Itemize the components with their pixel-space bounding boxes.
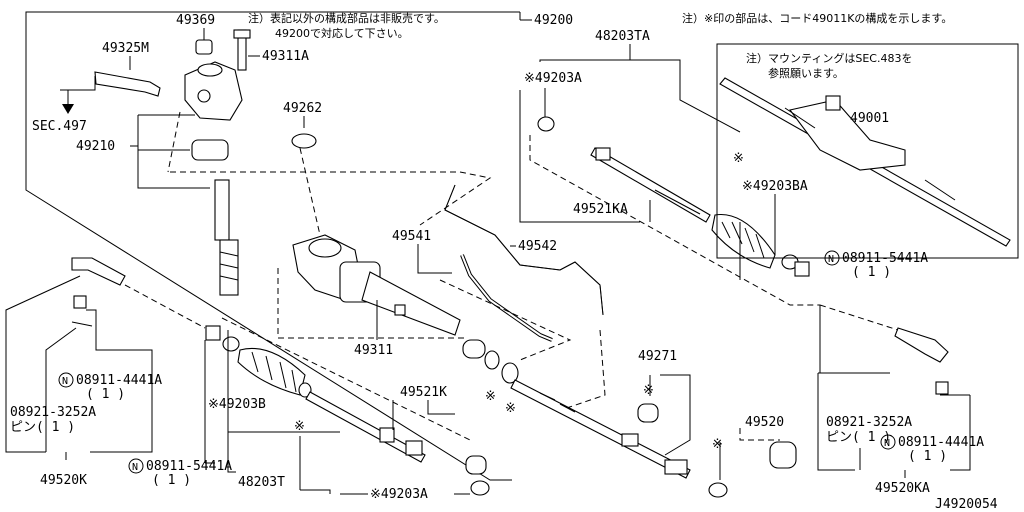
qty-left-1: ( 1 )	[86, 387, 125, 402]
pin-left: ピン( 1 )	[10, 420, 75, 435]
label-08911-4441A-right: 08911-4441A	[898, 435, 984, 450]
label-49203B: ※49203B	[208, 397, 266, 412]
pinion-shaft	[214, 179, 230, 241]
seal-49262	[291, 133, 317, 149]
label-49520KA: 49520KA	[875, 481, 930, 496]
pin-right: ピン( 1 )	[826, 430, 891, 445]
arrow-down-icon	[62, 104, 74, 114]
clamp-49203B	[222, 336, 240, 352]
label-49521K: 49521K	[400, 385, 447, 400]
boot-right	[711, 213, 776, 269]
qty-bottom: ( 1 )	[152, 473, 191, 488]
label-49325M: 49325M	[102, 41, 149, 56]
note-use-49200: 49200で対応して下さい。	[275, 26, 409, 40]
svg-text:N: N	[884, 438, 890, 449]
seal-center-1	[462, 339, 486, 359]
clamp-49203A-bottom	[470, 480, 490, 496]
note-non-sale: 注）表記以外の構成部品は非販売です。	[248, 11, 445, 25]
rack-bar	[510, 379, 691, 479]
rack-tube	[361, 271, 461, 336]
label-49520K: 49520K	[40, 473, 87, 488]
tie-rod-end-right	[894, 327, 949, 363]
label-49262: 49262	[283, 101, 322, 116]
clamp-49203A-top	[537, 116, 555, 132]
nut-left	[205, 325, 221, 341]
svg-text:※: ※	[733, 151, 744, 166]
bushing-49520	[769, 441, 797, 469]
label-49369: 49369	[176, 13, 215, 28]
label-49521KA: 49521KA	[573, 202, 628, 217]
label-08921-3252A-right: 08921-3252A	[826, 415, 912, 430]
assembly-box-49001	[716, 43, 1019, 259]
label-49001: 49001	[850, 111, 889, 126]
svg-text:※: ※	[505, 401, 516, 416]
seal-49271	[637, 403, 659, 423]
note-mounting-2: 参照願います。	[768, 66, 844, 80]
hose-49325M	[94, 71, 161, 97]
svg-text:※: ※	[485, 389, 496, 404]
label-49520: 49520	[745, 415, 784, 430]
label-49311: 49311	[354, 343, 393, 358]
assembly-outline-49200	[25, 11, 520, 481]
valve-housing	[184, 61, 243, 121]
seal-ring-49210	[191, 139, 229, 161]
svg-text:※: ※	[712, 437, 723, 452]
note-mounting-1: 注）マウンティングはSEC.483を	[746, 51, 912, 65]
qty-right-2: ( 1 )	[908, 449, 947, 464]
cap-49369	[195, 39, 213, 55]
label-08921-3252A-left: 08921-3252A	[10, 405, 96, 420]
qty-right-1: ( 1 )	[852, 265, 891, 280]
label-49311A: 49311A	[262, 49, 309, 64]
svg-text:N: N	[828, 254, 834, 265]
label-49203BA: ※49203BA	[742, 179, 808, 194]
label-49541: 49541	[392, 229, 431, 244]
label-49542: 49542	[518, 239, 557, 254]
label-48203T: 48203T	[238, 475, 285, 490]
label-49200: 49200	[534, 13, 573, 28]
label-08911-5441A-bottom: 08911-5441A	[146, 459, 232, 474]
svg-text:※: ※	[643, 383, 654, 398]
label-sec497: SEC.497	[32, 119, 87, 134]
svg-text:N: N	[132, 462, 138, 473]
label-48203TA: 48203TA	[595, 29, 650, 44]
label-49210: 49210	[76, 139, 115, 154]
label-08911-4441A-left: 08911-4441A	[76, 373, 162, 388]
label-49203A-top: ※49203A	[524, 71, 582, 86]
label-49203A-bottom: ※49203A	[370, 487, 428, 502]
svg-text:N: N	[62, 376, 68, 387]
diagram-code: J4920054	[935, 497, 998, 512]
tie-rod-end-left	[71, 257, 126, 286]
label-49271: 49271	[638, 349, 677, 364]
note-star-parts: 注）※印の部品は、コード49011Kの構成を示します。	[682, 11, 952, 25]
svg-text:※: ※	[294, 419, 305, 434]
